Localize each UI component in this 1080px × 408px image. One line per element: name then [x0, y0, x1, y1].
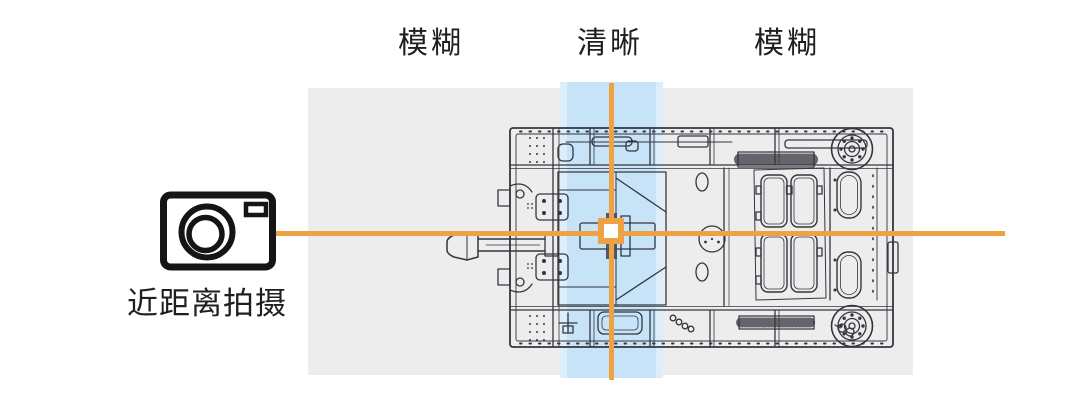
label-blur-right: 模糊: [754, 26, 820, 61]
camera-icon: [160, 191, 276, 275]
label-sharp: 清晰: [577, 26, 643, 61]
camera-label: 近距离拍摄: [127, 286, 287, 322]
focus-point-marker: [598, 218, 624, 244]
tank-top-view-drawing: [446, 127, 899, 348]
label-blur-left: 模糊: [398, 26, 464, 61]
